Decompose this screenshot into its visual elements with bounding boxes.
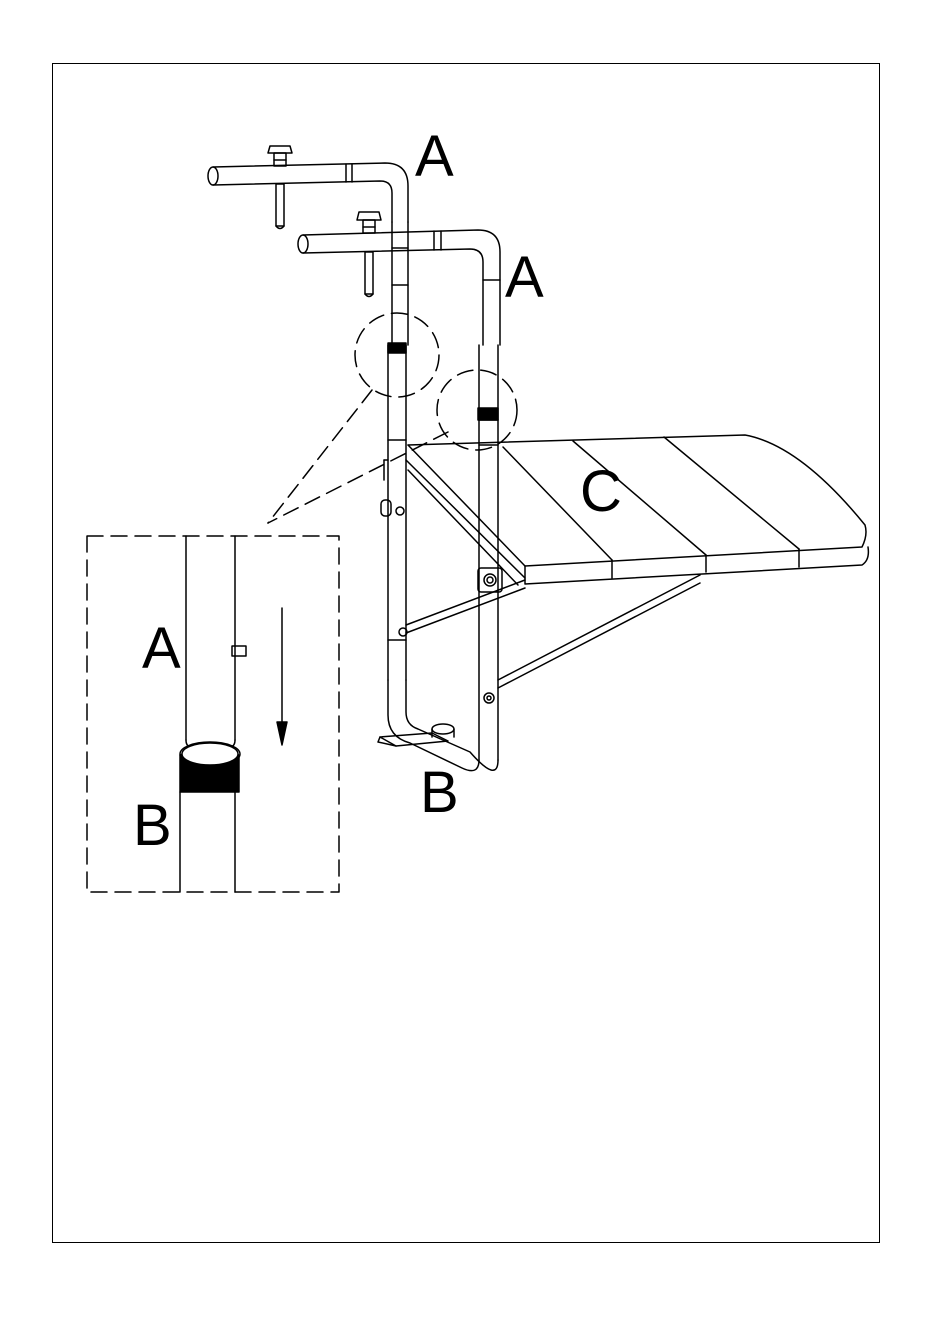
label-detail-lower: B (133, 793, 172, 858)
label-bottom-tube: B (420, 760, 459, 825)
label-upper-bracket: A (415, 124, 454, 189)
back-vertical-tube (381, 222, 408, 680)
down-arrow-icon (277, 608, 287, 745)
label-detail-upper: A (142, 616, 181, 681)
back-sleeve-band (388, 343, 406, 353)
front-sleeve-band (478, 408, 498, 420)
upper-hook-bracket (208, 146, 408, 229)
detail-sleeve-top (182, 743, 238, 765)
detail-inset (180, 536, 246, 892)
label-lower-bracket: A (505, 245, 544, 310)
bottom-u-tube (378, 680, 498, 771)
label-tabletop: C (580, 459, 622, 524)
tabletop (406, 435, 868, 585)
support-braces (406, 575, 700, 688)
lower-hook-bracket (298, 212, 500, 345)
